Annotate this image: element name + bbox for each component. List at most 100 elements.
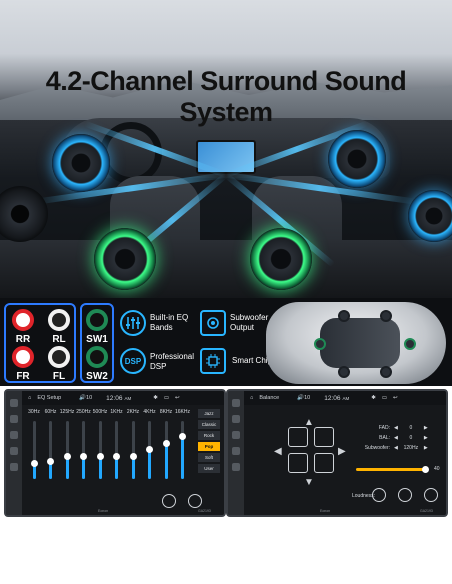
side-button[interactable] <box>10 447 18 455</box>
decrease-arrow-icon[interactable]: ◀ <box>394 445 398 451</box>
eq-band-slider[interactable] <box>131 421 135 479</box>
feature-chip-text: Smart Chip <box>232 356 273 365</box>
jack-label-rl: RL <box>52 334 66 345</box>
eq-band-knob[interactable] <box>113 452 120 460</box>
bluetooth-icon: ✱ <box>371 395 376 401</box>
increase-arrow-icon[interactable]: ▶ <box>423 445 428 451</box>
side-button[interactable] <box>10 415 18 423</box>
home-icon[interactable]: ⌂ <box>28 395 32 401</box>
eq-band-slider[interactable] <box>49 421 52 479</box>
balance-settings-button[interactable] <box>424 488 438 502</box>
eq-band-label: 8KHz <box>159 409 173 415</box>
balance-left-arrow-icon[interactable]: ◀ <box>274 446 282 457</box>
rear-seat <box>0 240 452 298</box>
eq-band-knob[interactable] <box>80 452 87 460</box>
balance-row: Subwoofer:◀120Hz▶ <box>360 443 444 453</box>
balance-row-label: Subwoofer: <box>364 445 390 451</box>
eq-preset-classic[interactable]: Classic <box>198 420 220 429</box>
seat-rear-left[interactable] <box>288 453 308 473</box>
eq-band-slider[interactable] <box>82 421 85 479</box>
subwoofer-level-slider[interactable] <box>356 468 426 471</box>
hero-title: 4.2-Channel Surround Sound System <box>45 66 407 127</box>
decrease-arrow-icon[interactable]: ◀ <box>394 435 398 441</box>
screen-icon[interactable]: ▭ <box>163 395 170 401</box>
side-button[interactable] <box>10 431 18 439</box>
eq-preset-pop[interactable]: Pop <box>198 442 220 451</box>
rear-left-speaker-icon <box>0 186 48 242</box>
back-icon[interactable]: ↩ <box>175 395 180 401</box>
front-left-speaker-icon <box>52 134 110 192</box>
balance-title: Balance <box>259 395 280 401</box>
jack-sw1 <box>86 309 108 331</box>
home-icon[interactable]: ⌂ <box>250 395 254 401</box>
seat-rear-right[interactable] <box>314 453 334 473</box>
loudness-label: Loudness: <box>352 493 376 499</box>
eq-preset-user[interactable]: User <box>198 464 220 473</box>
loudness-button[interactable] <box>372 488 386 502</box>
eq-preset-rock[interactable]: Rock <box>198 431 220 440</box>
model-label: GA2193 <box>420 509 433 513</box>
car-speaker-icon <box>380 366 392 378</box>
eq-band-knob[interactable] <box>63 452 71 460</box>
screen-icon[interactable]: ▭ <box>381 395 388 401</box>
balance-row: BAL:◀0▶ <box>360 433 444 443</box>
seat-front-left[interactable] <box>288 427 308 447</box>
increase-arrow-icon[interactable]: ▶ <box>423 435 428 441</box>
left-side-buttons <box>228 391 244 515</box>
eq-band-slider[interactable] <box>32 421 36 479</box>
balance-down-arrow-icon[interactable]: ▼ <box>304 477 314 488</box>
subwoofer-icon <box>200 310 226 336</box>
side-button[interactable] <box>232 447 240 455</box>
jack-sw2 <box>86 346 108 368</box>
equalizer-icon <box>120 310 146 336</box>
eq-band-knob[interactable] <box>146 445 153 453</box>
eq-band-label: 60Hz <box>44 409 57 415</box>
seat-front-right[interactable] <box>314 427 334 447</box>
clock-ampm: AM <box>342 395 350 401</box>
subwoofer-1-speaker-icon <box>94 228 156 290</box>
eq-band-label: 2KHz <box>126 409 140 415</box>
feature-eq-text: Built-in EQ Bands <box>150 313 189 332</box>
eq-preset-soft[interactable]: Soft <box>198 453 220 462</box>
slider-value: 40 <box>434 466 440 472</box>
eq-band-slider[interactable] <box>98 421 102 479</box>
balance-reset-button[interactable] <box>398 488 412 502</box>
eq-band-knob[interactable] <box>47 457 54 465</box>
bluetooth-icon: ✱ <box>153 395 158 401</box>
eq-preset-jazz[interactable]: Jazz <box>198 409 220 418</box>
balance-right-arrow-icon[interactable]: ▶ <box>338 446 346 457</box>
decrease-arrow-icon[interactable]: ◀ <box>394 425 398 431</box>
eq-band-fill <box>131 456 135 479</box>
eq-band-slider[interactable] <box>65 421 69 479</box>
eq-band-slider[interactable] <box>115 421 118 479</box>
jack-label-fr: FR <box>16 371 30 382</box>
side-button[interactable] <box>10 399 18 407</box>
increase-arrow-icon[interactable]: ▶ <box>423 425 428 431</box>
side-button[interactable] <box>10 463 18 471</box>
balance-up-arrow-icon[interactable]: ▲ <box>304 417 314 428</box>
volume-value: 10 <box>304 395 311 401</box>
side-button[interactable] <box>232 463 240 471</box>
back-icon[interactable]: ↩ <box>393 395 398 401</box>
side-button[interactable] <box>232 415 240 423</box>
side-button[interactable] <box>232 399 240 407</box>
jack-label-fl: FL <box>52 371 66 382</box>
side-button[interactable] <box>232 431 240 439</box>
clock-ampm: AM <box>124 395 132 401</box>
balance-rows: FAD:◀0▶BAL:◀0▶Subwoofer:◀120Hz▶ <box>360 423 444 453</box>
slider-knob[interactable] <box>422 466 429 473</box>
eq-band-label: 4KHz <box>143 409 156 415</box>
eq-band-knob[interactable] <box>162 439 170 447</box>
eq-band-knob[interactable] <box>96 452 104 460</box>
subwoofer-jacks-box <box>80 303 114 383</box>
eq-settings-button[interactable] <box>188 494 202 508</box>
eq-band-knob[interactable] <box>179 432 186 440</box>
channel-jacks-box <box>4 303 76 383</box>
eq-reset-button[interactable] <box>162 494 176 508</box>
eq-band-knob[interactable] <box>30 459 38 467</box>
eq-band-knob[interactable] <box>129 452 137 460</box>
eq-band-fill <box>181 436 184 479</box>
eq-title: EQ Setup <box>37 395 62 401</box>
eq-band-fill <box>32 463 36 479</box>
